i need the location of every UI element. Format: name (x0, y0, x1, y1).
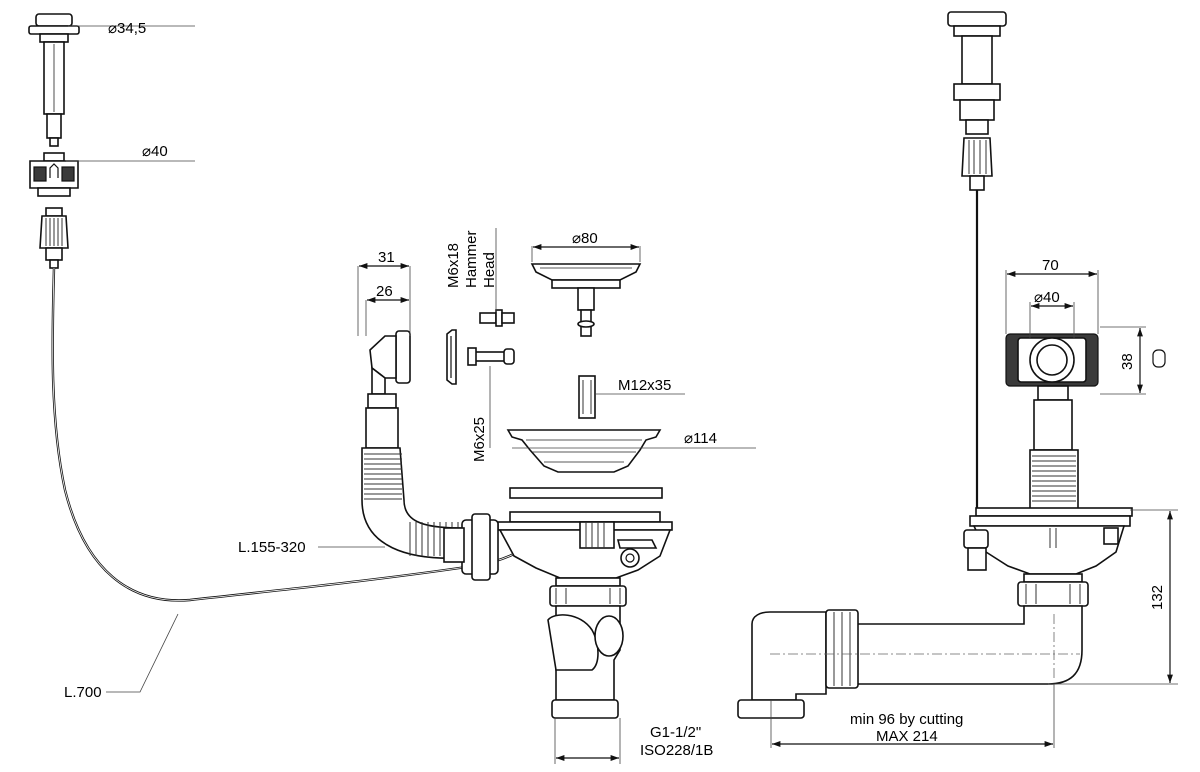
diameter-80-label: ⌀80 (572, 230, 598, 247)
diameter-40-right-label: ⌀40 (1034, 289, 1060, 306)
thread-label-line2: ISO228/1B (640, 742, 713, 759)
siphon-trap (737, 605, 1083, 719)
width-31-label: 31 (378, 249, 395, 266)
height-132-label: 132 (1149, 585, 1166, 610)
cable-length-label: L.700 (64, 684, 102, 701)
head-label: Head (481, 252, 498, 288)
central-bolt (578, 375, 596, 419)
m6x25-screw (467, 347, 515, 366)
trap-length-label-line1: min 96 by cutting (850, 711, 963, 728)
mounting-nut (29, 152, 79, 197)
strainer-basket (530, 263, 642, 337)
assembled-push-button (947, 11, 1007, 191)
drain-body (443, 511, 673, 607)
cap-diameter-label: ⌀34,5 (108, 20, 146, 37)
height-38-label: 38 (1119, 353, 1136, 370)
trap-length-label-line2: MAX 214 (876, 728, 938, 745)
m6x25-label: M6x25 (471, 417, 488, 462)
thread-label-line1: G1-1/2" (650, 724, 701, 741)
width-70-label: 70 (1042, 257, 1059, 274)
overflow-outlet (365, 330, 411, 449)
sink-gasket (509, 487, 663, 499)
diameter-114-label: ⌀114 (684, 430, 717, 447)
sink-flange (506, 429, 662, 473)
nut-diameter-label: ⌀40 (142, 143, 168, 160)
hose-length-label: L.155-320 (238, 539, 306, 556)
m12x35-label: M12x35 (618, 377, 671, 394)
hammer-head-bolt (479, 309, 515, 327)
hammer-label: Hammer (463, 230, 480, 288)
assembled-overflow (1005, 333, 1099, 511)
cable-connector (39, 207, 69, 269)
width-26-label: 26 (376, 283, 393, 300)
m6x18-label: M6x18 (445, 243, 462, 288)
overflow-cover (446, 329, 457, 385)
push-button-cap (28, 13, 80, 147)
oval-overflow-icon (1152, 349, 1166, 368)
assembled-drain-body (963, 507, 1133, 607)
outlet-elbow (547, 605, 624, 719)
